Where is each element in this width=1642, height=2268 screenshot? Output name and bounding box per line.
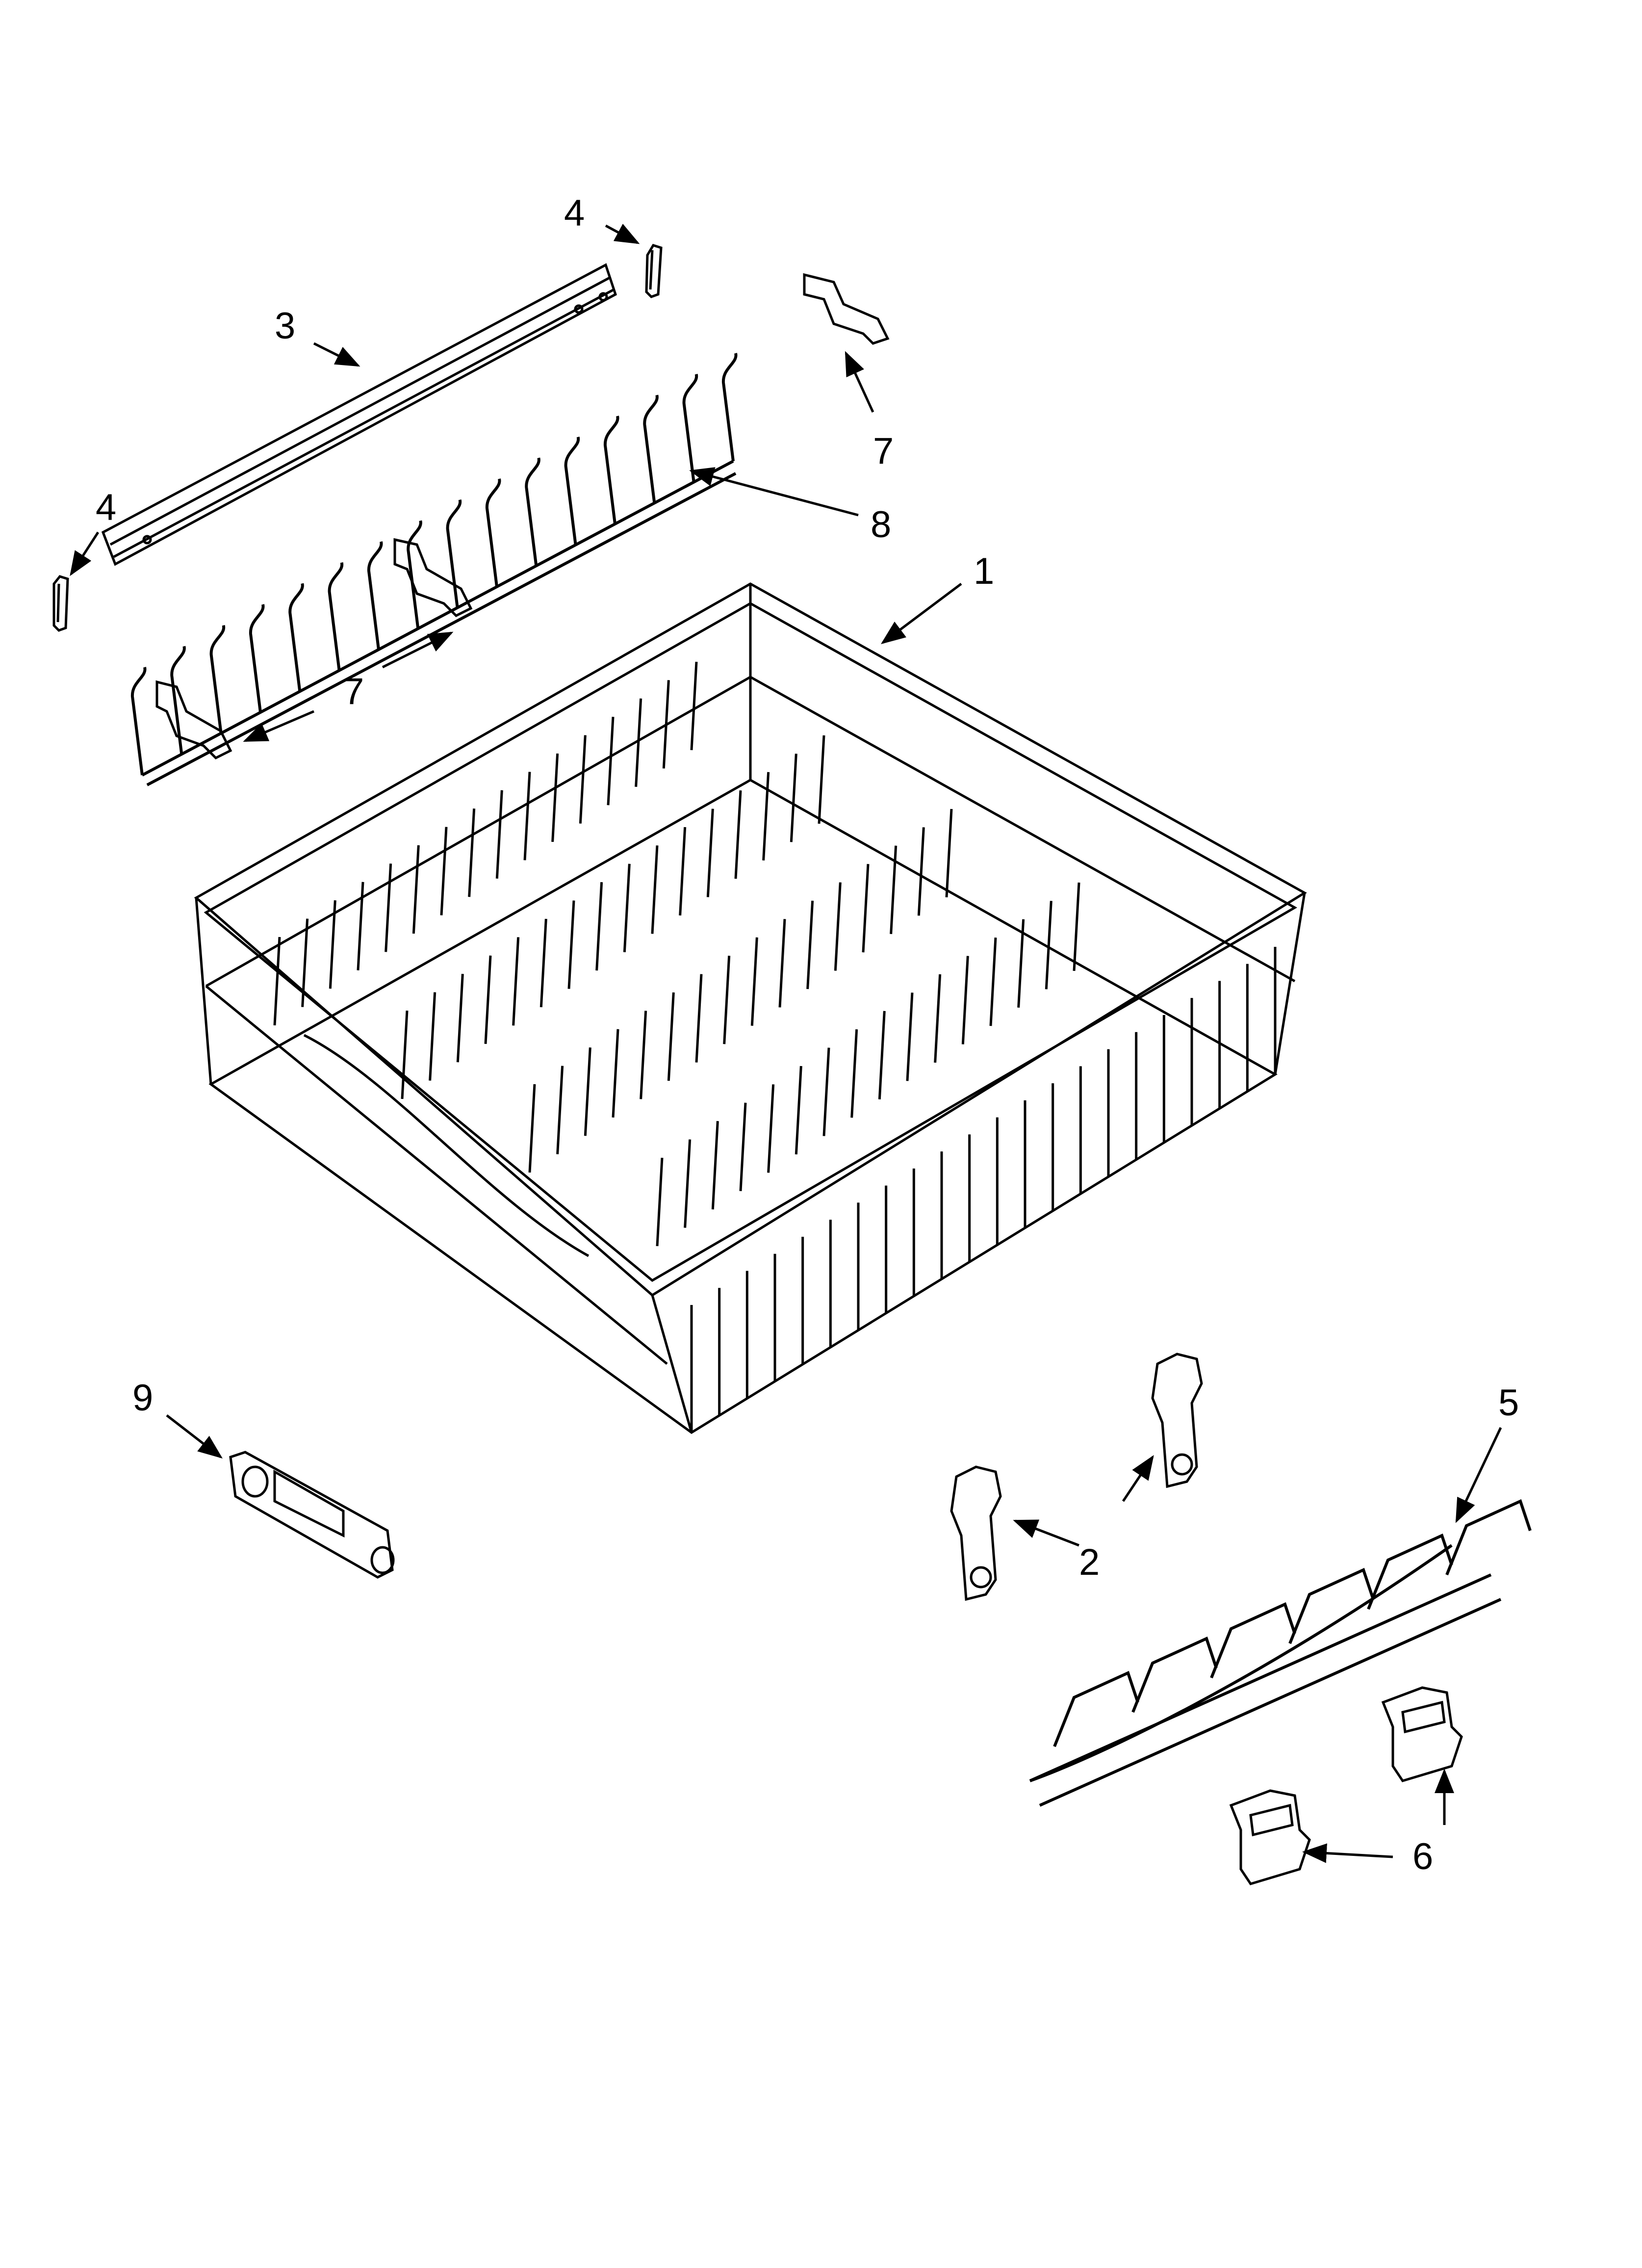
callout-7-top: 7 [873, 430, 894, 472]
callout-3: 3 [275, 305, 295, 347]
leader-1 [881, 583, 962, 644]
leader-9 [166, 1414, 223, 1459]
leader-4a [605, 224, 640, 244]
callout-7-middle: 7 [343, 671, 364, 712]
leader-2-upper [1122, 1455, 1154, 1502]
leader-7a [845, 351, 874, 413]
leader-7b-lower [243, 710, 314, 742]
callout-2: 2 [1079, 1541, 1100, 1583]
leader-2-lower [1013, 1519, 1079, 1547]
leader-7b-upper [382, 631, 454, 669]
leader-arrows [70, 224, 1502, 1863]
dish-rack-basket-icon [196, 584, 1305, 1433]
rack-adjuster-icon [951, 1354, 1202, 1599]
rack-latch-icon [231, 1452, 393, 1577]
wire-shelf-icon [1030, 1501, 1530, 1805]
tine-row-icon [132, 353, 736, 785]
leader-3 [313, 342, 360, 367]
callout-4-left: 4 [96, 487, 116, 528]
leader-8 [689, 467, 859, 517]
callout-labels: 4 3 7 4 8 1 7 9 5 2 6 [96, 192, 1519, 1877]
callout-9: 9 [132, 1377, 153, 1419]
rack-rail-icon [103, 265, 616, 564]
callout-8: 8 [871, 504, 891, 546]
tine-clip-icon [157, 275, 888, 758]
callout-1: 1 [974, 550, 994, 592]
callout-6: 6 [1412, 1836, 1433, 1877]
leader-4b [70, 531, 100, 576]
clip-icon [54, 245, 661, 630]
callout-5: 5 [1498, 1382, 1519, 1424]
leader-5 [1455, 1427, 1502, 1523]
leader-6-lower [1302, 1843, 1393, 1863]
callout-4-top: 4 [564, 192, 585, 234]
